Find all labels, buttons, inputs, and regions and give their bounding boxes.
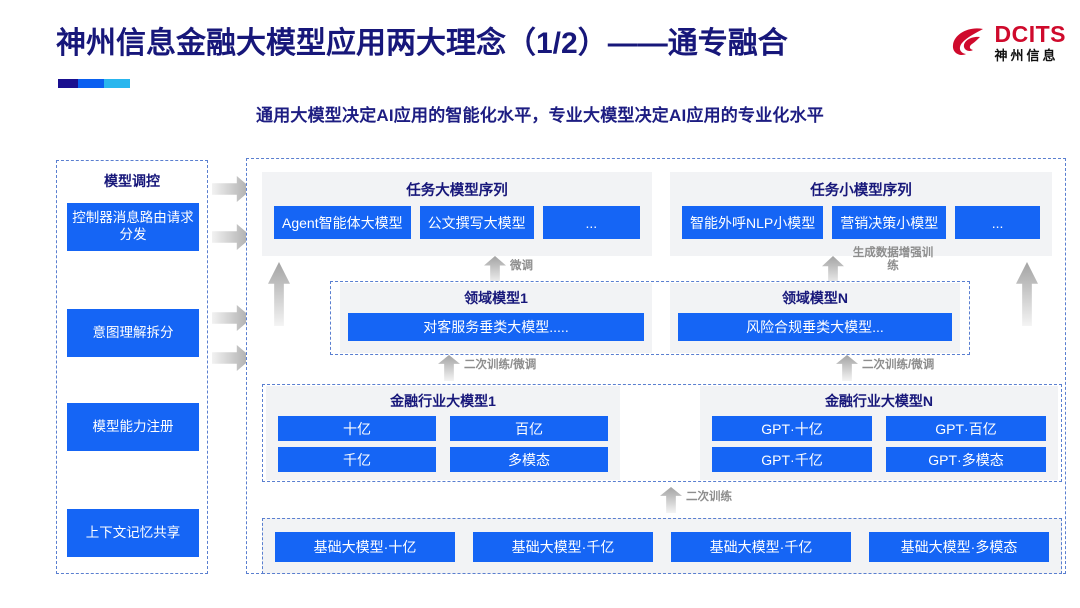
task-big-model-sequence-title: 任务大模型序列 [406,183,508,199]
accent-bar [58,79,130,88]
control-item-router[interactable]: 控制器消息路由请求分发 [67,203,199,251]
chip-marketing-model[interactable]: 营销决策小模型 [832,206,947,239]
domain-model-1-title: 领域模型1 [464,290,528,306]
company-logo: DCITS 神州信息 [949,22,1067,62]
logo-english: DCITS [994,20,1066,47]
base-chip-0[interactable]: 基础大模型·十亿 [275,532,455,562]
industry-model-n-grid: GPT·十亿 GPT·百亿 GPT·千亿 GPT·多模态 [700,411,1058,472]
industry-chip-1-2[interactable]: 千亿 [278,447,436,472]
industry-model-1-grid: 十亿 百亿 千亿 多模态 [266,411,620,472]
logo-chinese: 神州信息 [994,47,1059,63]
base-models-frame: 基础大模型·十亿 基础大模型·千亿 基础大模型·千亿 基础大模型·多模态 [262,518,1062,574]
arrow-label-retrain-finetune-left: 二次训练/微调 [464,359,537,371]
domain-model-n: 领域模型N 风险合规垂类大模型... [670,283,960,353]
base-chip-1[interactable]: 基础大模型·千亿 [473,532,653,562]
arrow-label-data-augment: 生成数据增强训练 [852,247,934,273]
chip-more-small[interactable]: ... [955,206,1040,239]
accent-seg-2 [78,79,105,88]
arrow-label-retrain-finetune-right: 二次训练/微调 [862,359,935,371]
task-small-model-chip-row: 智能外呼NLP小模型 营销决策小模型 ... [670,200,1052,249]
base-models-row: 基础大模型·十亿 基础大模型·千亿 基础大模型·千亿 基础大模型·多模态 [263,519,1061,575]
arrow-label-retrain: 二次训练 [686,491,732,503]
industry-chip-1-3[interactable]: 多模态 [450,447,608,472]
industry-model-n-title: 金融行业大模型N [824,393,934,409]
control-panel: 模型调控 控制器消息路由请求分发 意图理解拆分 模型能力注册 上下文记忆共享 [56,160,208,574]
chip-more-big[interactable]: ... [542,206,640,239]
base-chip-2[interactable]: 基础大模型·千亿 [671,532,851,562]
control-panel-title: 模型调控 [104,173,160,189]
task-big-model-sequence: 任务大模型序列 Agent智能体大模型 公文撰写大模型 ... [262,172,652,256]
industry-chip-n-1[interactable]: GPT·百亿 [886,416,1046,441]
task-small-model-sequence-title: 任务小模型序列 [810,183,912,199]
industry-chip-n-0[interactable]: GPT·十亿 [712,416,872,441]
control-item-registry[interactable]: 模型能力注册 [67,403,199,451]
task-small-model-sequence: 任务小模型序列 智能外呼NLP小模型 营销决策小模型 ... [670,172,1052,256]
accent-seg-1 [58,79,79,88]
domain-model-1-chip[interactable]: 对客服务垂类大模型..... [348,313,644,341]
domain-model-n-title: 领域模型N [781,290,849,306]
chip-agent-model[interactable]: Agent智能体大模型 [274,206,411,239]
industry-chip-1-1[interactable]: 百亿 [450,416,608,441]
arrow-label-finetune: 微调 [510,260,533,272]
industry-chip-1-0[interactable]: 十亿 [278,416,436,441]
page-title: 神州信息金融大模型应用两大理念（1/2）——通专融合 [56,27,788,60]
industry-model-1: 金融行业大模型1 十亿 百亿 千亿 多模态 [266,386,620,480]
control-item-memory[interactable]: 上下文记忆共享 [67,509,199,557]
industry-model-1-title: 金融行业大模型1 [390,393,496,409]
chip-outbound-nlp-model[interactable]: 智能外呼NLP小模型 [682,206,824,239]
industry-chip-n-3[interactable]: GPT·多模态 [886,447,1046,472]
industry-model-n: 金融行业大模型N GPT·十亿 GPT·百亿 GPT·千亿 GPT·多模态 [700,386,1058,480]
page-subtitle: 通用大模型决定AI应用的智能化水平，专业大模型决定AI应用的专业化水平 [256,106,824,125]
domain-model-1: 领域模型1 对客服务垂类大模型..... [340,283,652,353]
base-chip-3[interactable]: 基础大模型·多模态 [869,532,1049,562]
domain-model-n-chip[interactable]: 风险合规垂类大模型... [678,313,952,341]
industry-chip-n-2[interactable]: GPT·千亿 [712,447,872,472]
chip-document-model[interactable]: 公文撰写大模型 [419,206,534,239]
control-item-intent[interactable]: 意图理解拆分 [67,309,199,357]
logo-text: DCITS 神州信息 [994,20,1067,63]
dcits-swirl-icon [949,22,989,62]
task-big-model-chip-row: Agent智能体大模型 公文撰写大模型 ... [262,200,652,249]
accent-seg-3 [104,79,130,88]
